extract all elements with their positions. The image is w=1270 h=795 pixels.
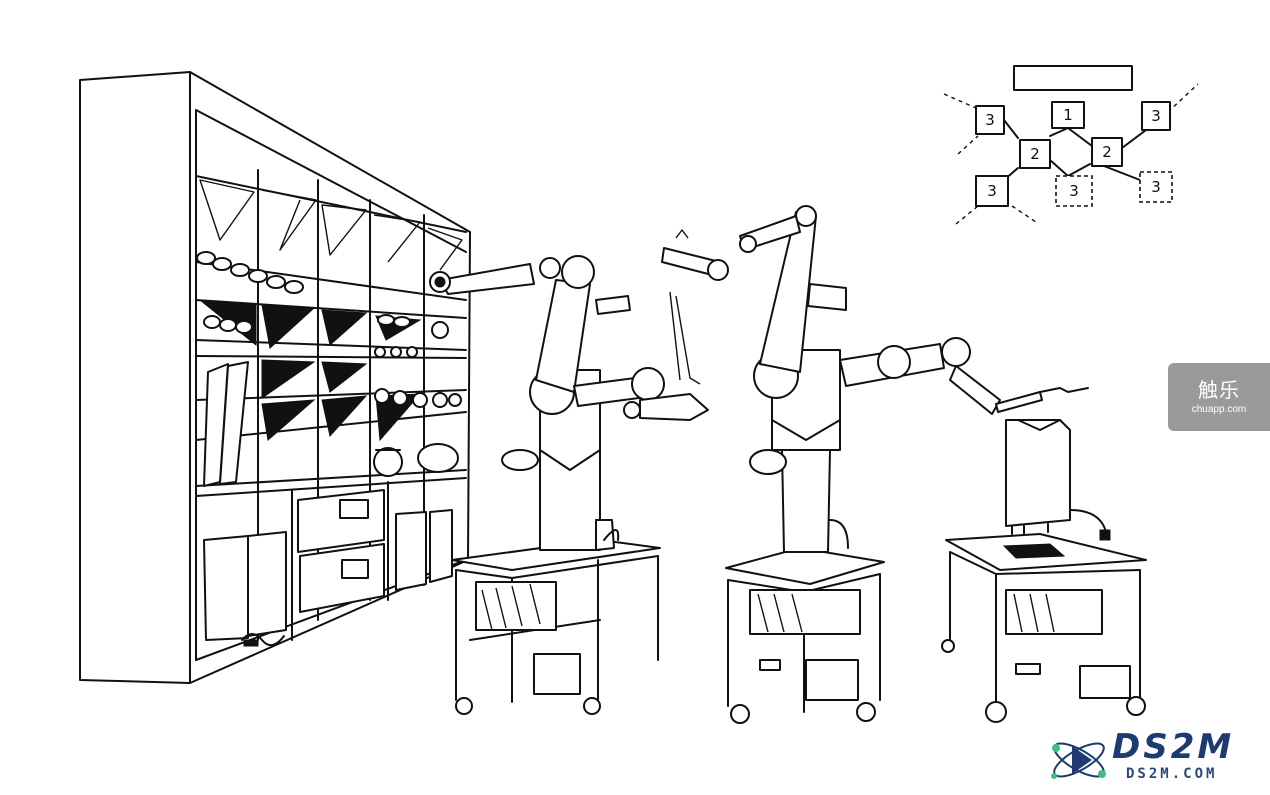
diagram-label-top-right: 3 xyxy=(1151,107,1161,125)
diagram-label-bottom-middle: 3 xyxy=(1069,182,1079,200)
watermark-url: chuapp.com xyxy=(1191,404,1247,415)
diagram-label-top-left: 3 xyxy=(985,111,995,129)
robot-arm-2 xyxy=(661,205,1089,724)
logo-site: DS2M.COM xyxy=(1126,766,1218,782)
diagram-node-top-left xyxy=(975,105,1005,135)
atom-logo-icon xyxy=(1051,742,1106,779)
diagram-node-bottom-left xyxy=(975,175,1009,207)
watermark-cn: 触乐 xyxy=(1198,378,1240,402)
diagram-header-box xyxy=(1013,65,1133,91)
lower-boxes xyxy=(203,489,453,641)
diagram-label-top: 1 xyxy=(1063,106,1073,124)
diagram-label-bottom-left: 3 xyxy=(987,182,997,200)
ring-parts xyxy=(374,321,462,408)
diagram-label-right-inner: 2 xyxy=(1102,143,1112,161)
diagram-node-left-inner xyxy=(1019,139,1051,169)
workstation-3 xyxy=(941,419,1147,723)
diagram-label-left-inner: 2 xyxy=(1030,145,1040,163)
watermark-tab: 触乐 chuapp.com xyxy=(1168,363,1270,431)
diagram-node-bottom-middle xyxy=(1055,175,1093,207)
diagram-node-top-right xyxy=(1141,101,1171,131)
diagram-label-bottom-right: 3 xyxy=(1151,178,1161,196)
cylinders xyxy=(373,443,459,477)
robot-arm-1 xyxy=(429,255,709,715)
parts-row xyxy=(196,251,411,334)
storage-shelf xyxy=(79,71,471,684)
layout-diagram: 1 3 3 2 2 3 3 3 xyxy=(943,65,1199,225)
ds2m-logo: DS2M DS2M.COM xyxy=(1046,728,1261,790)
diagram-node-top xyxy=(1051,101,1085,129)
diagram-node-right-inner xyxy=(1091,137,1123,167)
diagram-node-bottom-right xyxy=(1139,171,1173,203)
logo-wordmark: DS2M xyxy=(1112,727,1235,767)
